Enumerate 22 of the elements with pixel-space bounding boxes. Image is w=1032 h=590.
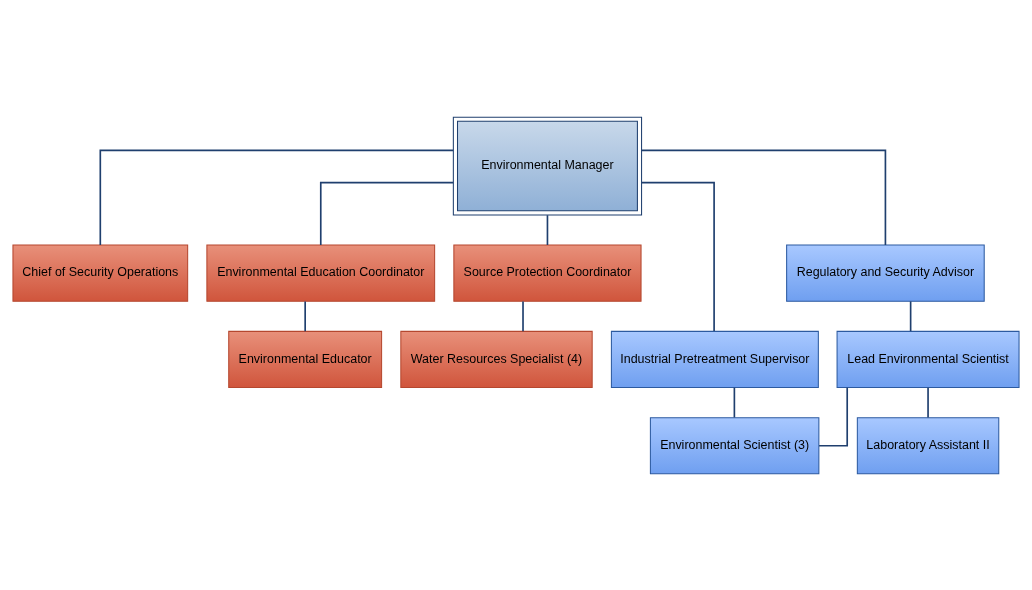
node-box: Environmental Educator bbox=[228, 330, 383, 388]
connector bbox=[304, 300, 306, 332]
node-box: Environmental Manager bbox=[452, 116, 643, 215]
node-box: Lead Environmental Scientist bbox=[836, 330, 1020, 388]
node-box: Chief of Security Operations bbox=[12, 244, 189, 302]
node-box: Water Resources Specialist (4) bbox=[400, 330, 593, 388]
node-box: Laboratory Assistant II bbox=[856, 416, 1000, 474]
node-box: Industrial Pretreatment Supervisor bbox=[610, 330, 819, 388]
connector bbox=[640, 149, 887, 246]
connector bbox=[641, 181, 715, 332]
connector bbox=[522, 300, 524, 332]
connector bbox=[818, 386, 849, 447]
connector bbox=[733, 386, 736, 418]
connector bbox=[909, 300, 912, 332]
node-box: Regulatory and Security Advisor bbox=[786, 244, 985, 302]
node-box: Environmental Education Coordinator bbox=[206, 244, 436, 302]
connector bbox=[99, 149, 454, 246]
connector bbox=[319, 181, 455, 246]
connector bbox=[927, 386, 929, 418]
node-box: Source Protection Coordinator bbox=[453, 244, 642, 302]
node-box: Environmental Scientist (3) bbox=[649, 416, 820, 474]
connector bbox=[546, 213, 549, 246]
